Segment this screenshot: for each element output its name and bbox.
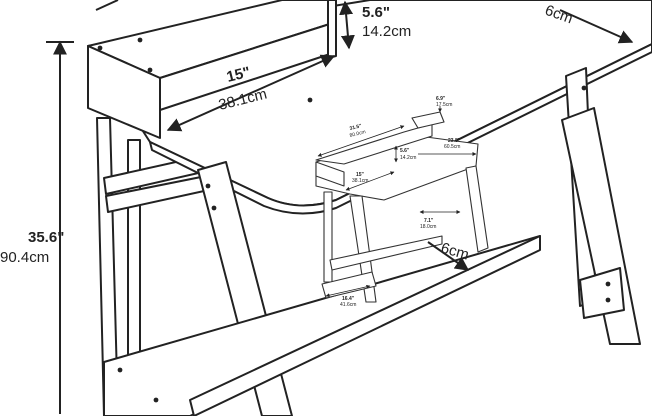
inset-f-in: 7.1" [424, 218, 434, 224]
right-leg-foot [579, 267, 625, 319]
inset-depth-cm: 6cm [439, 240, 471, 264]
shelf-height-arrow [339, 0, 355, 50]
top-depth-arrow-stub [95, 0, 119, 11]
inset-g-cm: 41.6cm [340, 302, 356, 308]
shelf-height-cm: 14.2cm [362, 23, 411, 40]
inset-d-cm: 38.1cm [352, 178, 368, 184]
inset-b-in: 6.9" [436, 96, 446, 102]
desk-height-cm: 90.4cm [0, 249, 49, 266]
shelf-height-in: 5.6" [362, 4, 390, 21]
inset-c-cm: 14.2cm [400, 155, 416, 161]
left-rear-leg [96, 117, 119, 416]
desk-height-in: 35.6" [28, 229, 64, 246]
inset-a-in: 31.5" [349, 123, 363, 132]
inset-b-cm: 17.5cm [436, 102, 452, 108]
inset-e-in: 23.8" [448, 138, 461, 144]
inset-c-in: 5.6" [400, 148, 410, 154]
top-width-arrow [559, 9, 634, 44]
desktop-edge [149, 43, 652, 215]
bottom-shelf [103, 235, 541, 416]
inset-depth-arrow [427, 241, 470, 271]
bottom-shelf-edge [189, 235, 541, 416]
shelf-width-arrow [166, 54, 336, 132]
inset-e-cm: 60.5cm [444, 144, 460, 150]
inset-a-cm: 80.0cm [349, 129, 366, 139]
left-rear-post [127, 139, 141, 416]
hutch-front [87, 45, 161, 139]
shelf-width-in: 15" [225, 64, 252, 86]
inset-d-in: 15" [356, 172, 365, 178]
inset-g-in: 16.4" [342, 296, 355, 302]
hutch-divider [327, 0, 337, 59]
inset-f-cm: 18.0cm [420, 224, 436, 230]
